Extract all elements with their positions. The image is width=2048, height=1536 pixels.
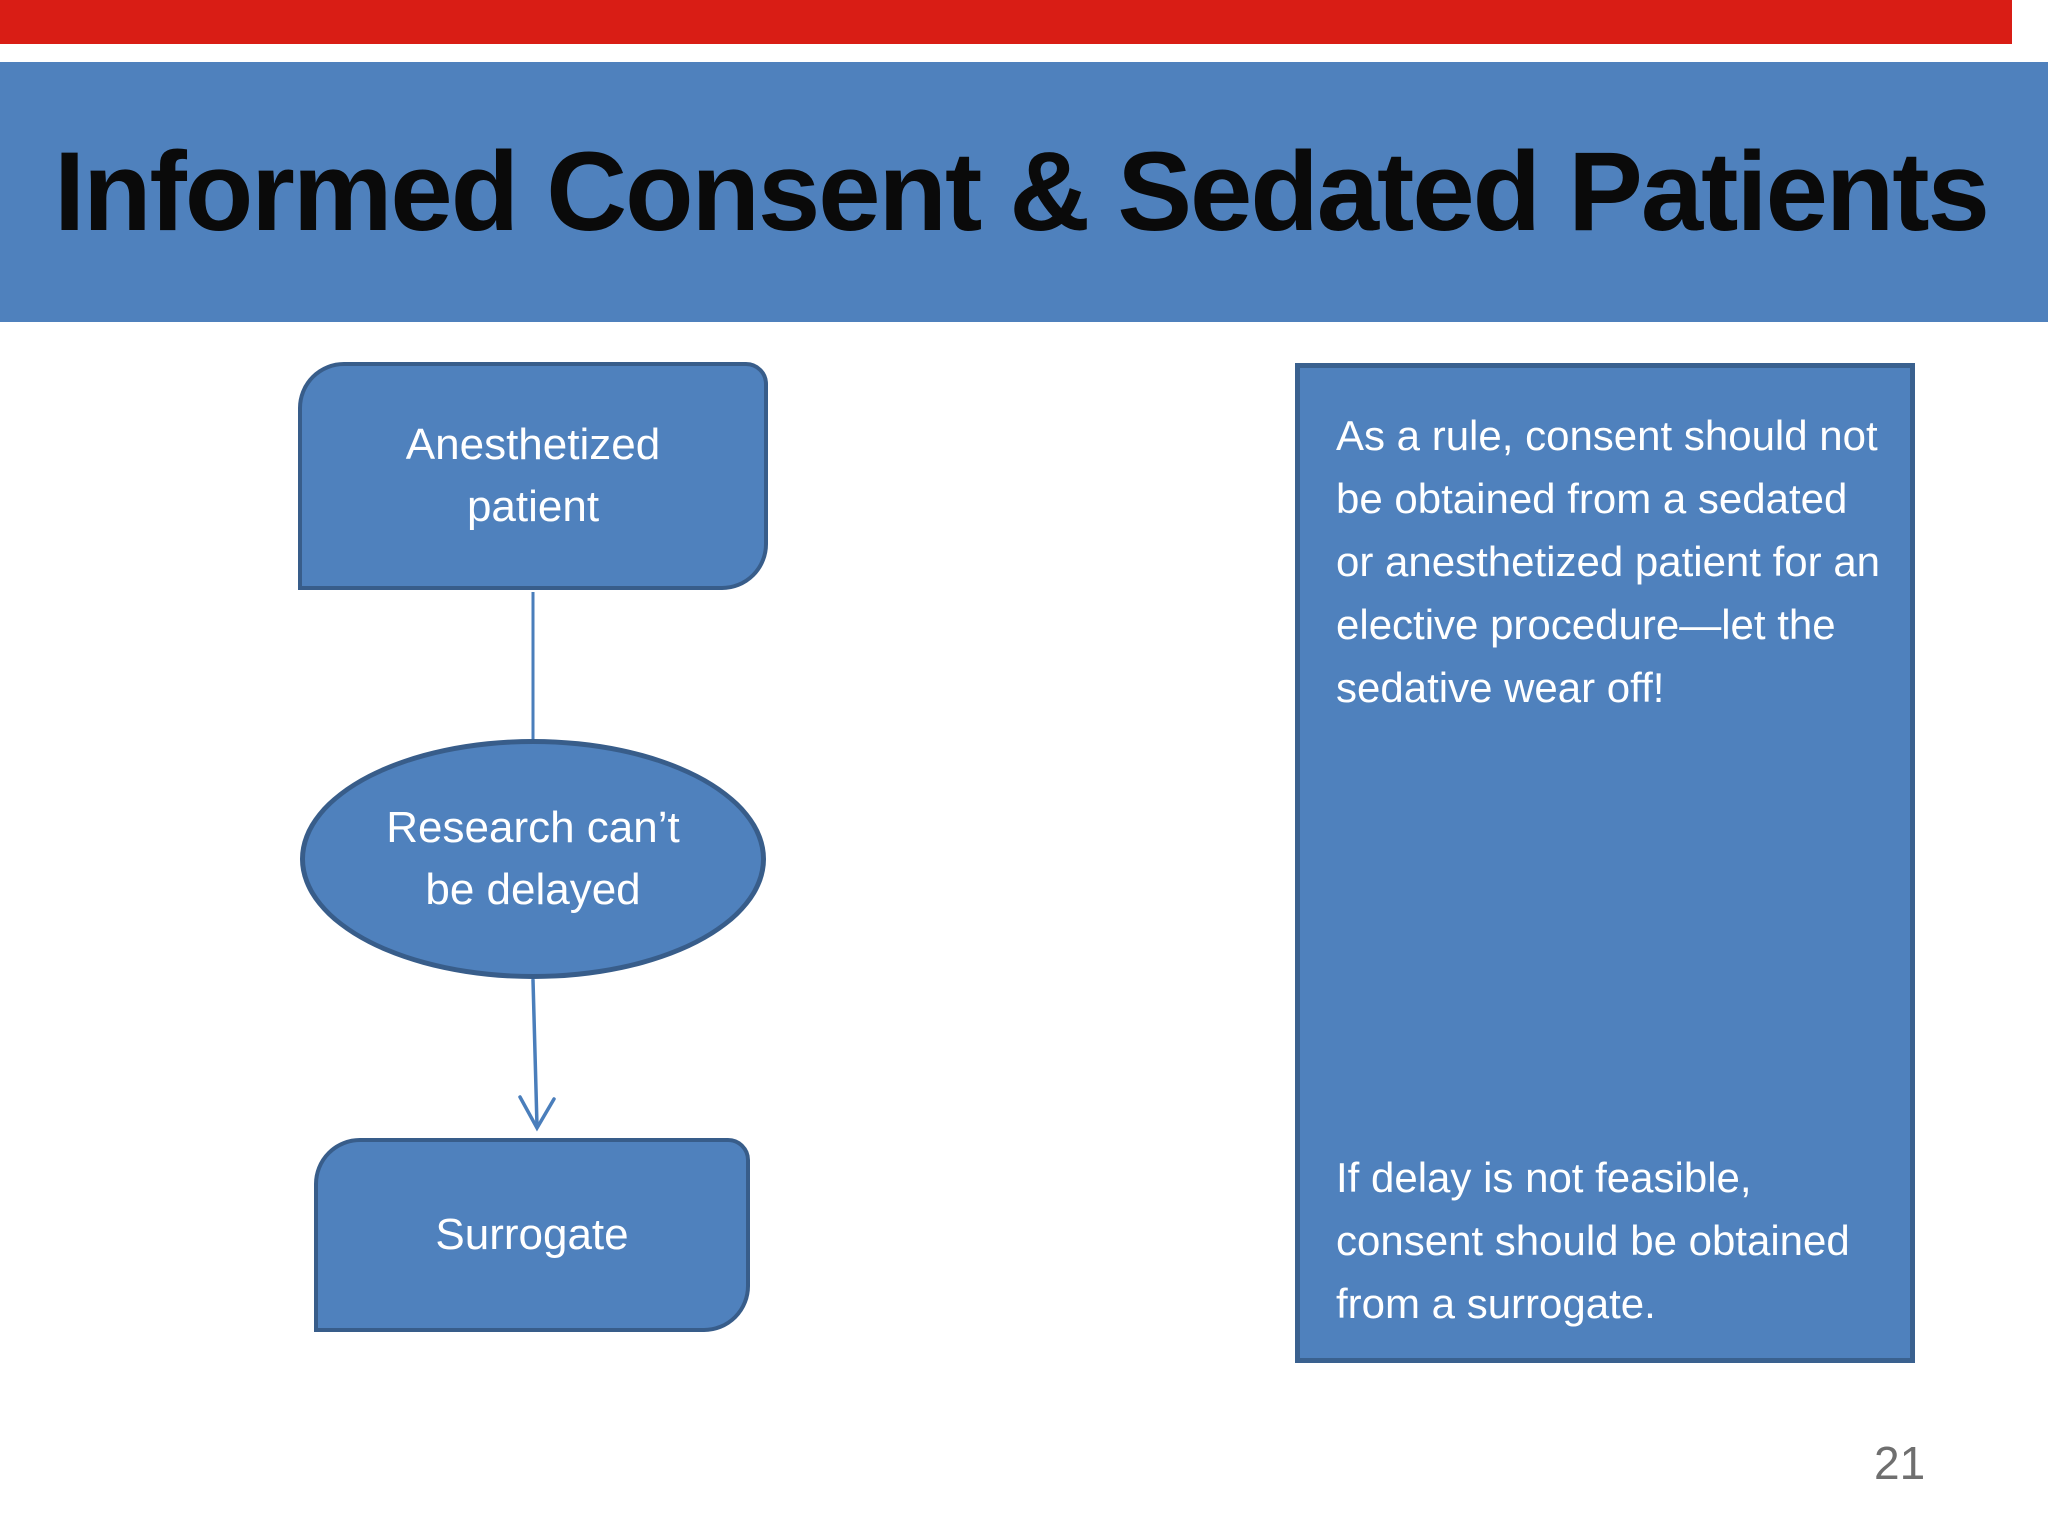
- flowchart-node-surrogate: Surrogate: [314, 1138, 750, 1332]
- page-number: 21: [1874, 1437, 1926, 1489]
- node-label: Research can’t be delayed: [386, 803, 680, 914]
- flowchart-node-research-cant-be-delayed: Research can’t be delayed: [300, 739, 766, 979]
- slide-title: Informed Consent & Sedated Patients: [54, 129, 1990, 254]
- connector-line-2-with-arrow: [518, 978, 556, 1132]
- info-panel: As a rule, consent should not be obtaine…: [1295, 363, 1915, 1363]
- top-red-bar: [0, 0, 2012, 44]
- flowchart-node-anesthetized-patient: Anesthetized patient: [298, 362, 768, 590]
- info-paragraph-1: As a rule, consent should not be obtaine…: [1336, 412, 1881, 711]
- info-paragraph-2: If delay is not feasible, consent should…: [1336, 1154, 1850, 1327]
- node-label: Anesthetized patient: [405, 420, 661, 531]
- title-band: Informed Consent & Sedated Patients: [0, 62, 2048, 322]
- node-label: Surrogate: [435, 1210, 629, 1259]
